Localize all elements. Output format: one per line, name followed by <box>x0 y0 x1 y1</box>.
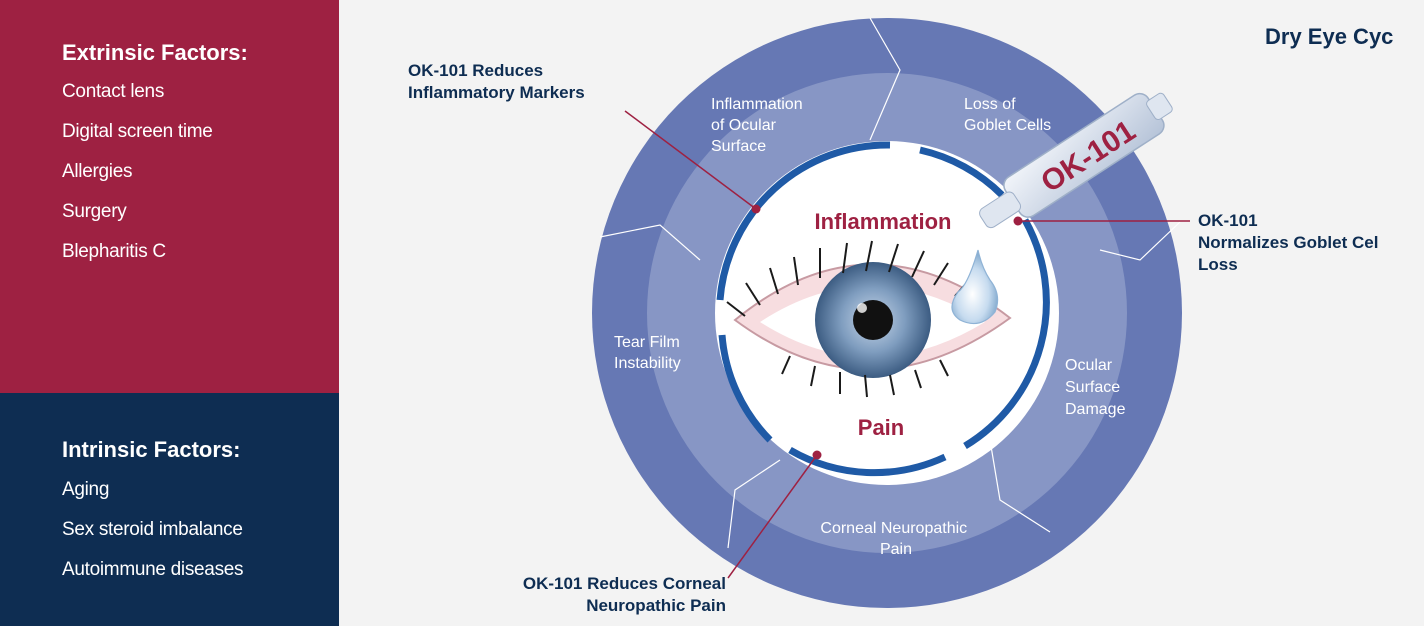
callout-line: Neuropathic Pain <box>470 595 726 617</box>
callout-line: OK-101 <box>1198 210 1378 232</box>
center-label-pain: Pain <box>858 415 904 440</box>
callout-line: Inflammatory Markers <box>408 82 585 104</box>
callout-line: Normalizes Goblet Cel <box>1198 232 1378 254</box>
callout-goblet-cell-loss: OK-101 Normalizes Goblet Cel Loss <box>1198 210 1378 276</box>
center-label-inflammation: Inflammation <box>815 209 952 234</box>
callout-corneal-neuropathic-pain: OK-101 Reduces Corneal Neuropathic Pain <box>470 573 726 617</box>
segment-label-ocular-damage: Ocular Surface Damage <box>1065 357 1126 418</box>
callout-line: Loss <box>1198 254 1378 276</box>
callout-line: OK-101 Reduces Corneal <box>470 573 726 595</box>
callout-line: OK-101 Reduces <box>408 60 585 82</box>
callout-inflammatory-markers: OK-101 Reduces Inflammatory Markers <box>408 60 585 104</box>
